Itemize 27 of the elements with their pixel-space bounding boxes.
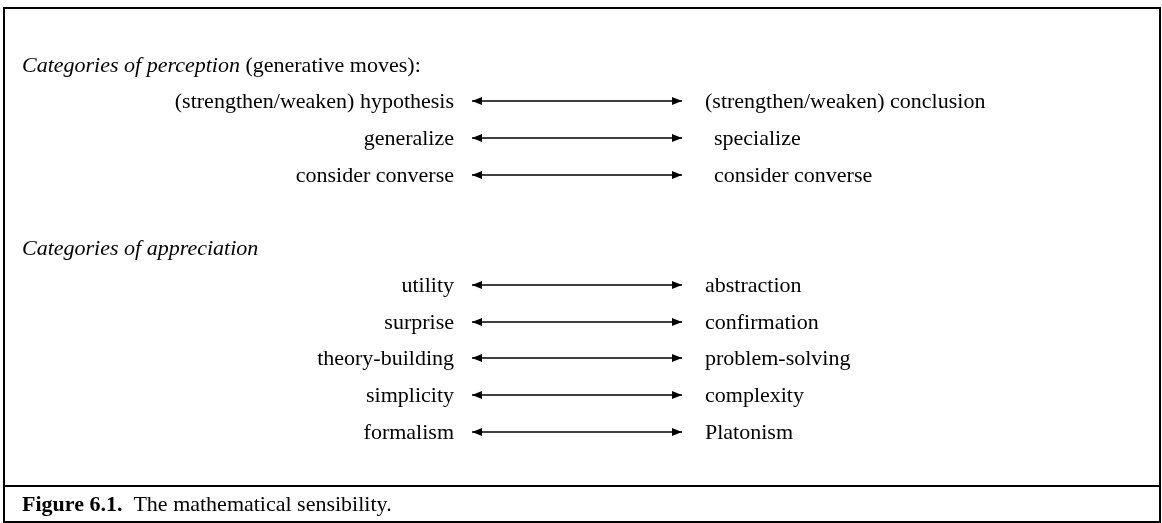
term-text: (strengthen/weaken) conclusion — [705, 88, 986, 114]
double-headed-arrow — [471, 171, 683, 179]
double-headed-arrow — [471, 428, 683, 436]
term-text: (strengthen/weaken) hypothesis — [174, 88, 454, 114]
term-text: formalism — [363, 419, 454, 445]
term-text: complexity — [705, 382, 804, 408]
double-headed-arrow — [471, 318, 683, 326]
section-heading: Categories of appreciation — [22, 235, 259, 261]
term-text: confirmation — [705, 309, 819, 335]
term-text: surprise — [384, 309, 454, 335]
term-text: consider converse — [714, 162, 873, 188]
term-text: Platonism — [705, 419, 793, 445]
term-text: specialize — [714, 125, 801, 151]
double-headed-arrow — [471, 97, 683, 105]
double-headed-arrow — [471, 354, 683, 362]
term-text: theory-building — [317, 345, 454, 371]
term-text: utility — [401, 272, 454, 298]
term-text: simplicity — [366, 382, 454, 408]
term-text: consider converse — [295, 162, 454, 188]
double-headed-arrow — [471, 281, 683, 289]
term-text: abstraction — [705, 272, 802, 298]
figure-caption: Figure 6.1. The mathematical sensibility. — [22, 491, 392, 517]
term-text: generalize — [363, 125, 454, 151]
double-headed-arrow — [471, 391, 683, 399]
section-heading: Categories of perception (generative moves): — [22, 52, 421, 78]
double-headed-arrow — [471, 134, 683, 142]
term-text: problem-solving — [705, 345, 851, 371]
